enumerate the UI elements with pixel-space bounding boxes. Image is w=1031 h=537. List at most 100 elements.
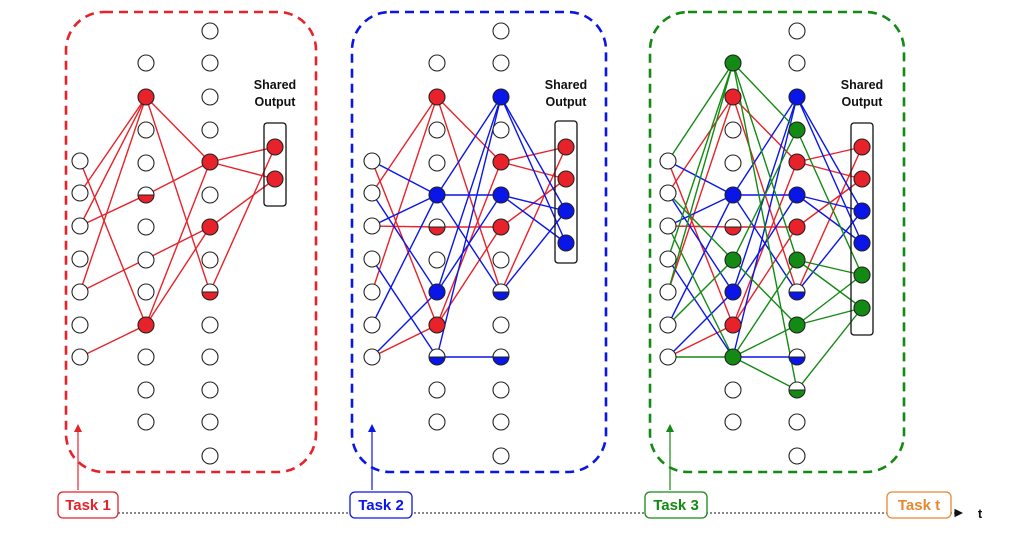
hidden1-node-partial [428,348,446,366]
input-node [71,348,89,366]
hidden1-node [428,251,446,269]
connection-line [732,96,798,163]
hidden2-node-red [492,153,510,171]
connection-line [79,96,147,227]
nodes [659,22,871,465]
connection-line [667,192,734,261]
connection-line [667,225,734,358]
connection-line [145,96,211,163]
hidden2-node [788,413,806,431]
shared-output-box [263,122,287,207]
hidden1-node [137,251,155,269]
panel-frame [350,10,608,474]
connection-line [732,62,798,261]
connection-line [500,210,567,293]
connection-line [667,96,734,293]
hidden2-node [201,413,219,431]
hidden2-node-partial [492,283,510,301]
connection-line [145,161,211,196]
input-node [363,152,381,170]
panel-frame [64,10,318,474]
output-node-red [266,138,284,156]
connection-line [667,192,734,293]
output-node-green [853,299,871,317]
output-node-red [853,138,871,156]
time-axis-label: t [978,506,983,521]
input-node [659,184,677,202]
input-node [363,250,381,268]
connection-line [796,96,863,212]
panel-frame [648,10,906,474]
connection-line [436,96,502,163]
hidden2-node [492,22,510,40]
connection-line [371,225,438,228]
connection-line [667,96,734,194]
connection-line [732,96,798,196]
connection-line [436,96,502,293]
hidden1-node [137,121,155,139]
hidden2-node [201,186,219,204]
output-node-red [266,170,284,188]
output-node-blue [557,234,575,252]
output-node-red [557,138,575,156]
connection-line [796,307,863,391]
hidden1-node-red [137,316,155,334]
input-node [363,184,381,202]
hidden2-node-blue [788,186,806,204]
input-node [659,217,677,235]
shared-output-label-line1: Shared [841,78,883,92]
hidden2-node [201,348,219,366]
input-node [71,283,89,301]
connection-line [371,192,438,293]
connection-line [79,194,147,227]
input-node [659,316,677,334]
task1-badge-label: Task 1 [65,497,111,514]
hidden1-node-blue [724,186,742,204]
connection-line [500,96,567,212]
connection-line [732,62,798,131]
hidden2-node-red [201,153,219,171]
output-node-blue [853,234,871,252]
connection-line [145,96,211,293]
connection-line [732,324,798,358]
connection-line [209,146,276,163]
hidden2-node-green [788,121,806,139]
hidden2-node-partial [201,283,219,301]
connections [79,96,276,358]
hidden2-node-green [788,316,806,334]
hidden1-node [137,154,155,172]
connection-line [145,226,211,326]
connection-line [796,307,863,326]
task3-badge: Task 3 [644,491,708,519]
shared-output-label-line2: Output [842,95,884,109]
hidden1-node [724,121,742,139]
hidden2-node-green [788,251,806,269]
hidden2-node [201,121,219,139]
connection-line [667,194,734,227]
hidden2-node [788,22,806,40]
hidden2-node-red [201,218,219,236]
hidden1-node-green [724,251,742,269]
hidden2-node [201,54,219,72]
shared-output-label-line1: Shared [254,78,296,92]
hidden1-node [428,54,446,72]
connection-line [667,291,734,358]
hidden2-node [201,316,219,334]
hidden2-node [492,316,510,334]
input-node [71,250,89,268]
hidden2-node [201,447,219,465]
shared-output-box [554,120,578,264]
hidden1-node-green [724,54,742,72]
connection-line [667,324,734,358]
connection-line [79,96,147,293]
input-node [71,152,89,170]
connection-line [732,259,798,358]
hidden2-node-blue [788,88,806,106]
connection-line [436,96,502,196]
connection-line [371,291,438,358]
connection-line [371,96,438,293]
nodes [71,22,284,465]
hidden1-node-blue [724,283,742,301]
